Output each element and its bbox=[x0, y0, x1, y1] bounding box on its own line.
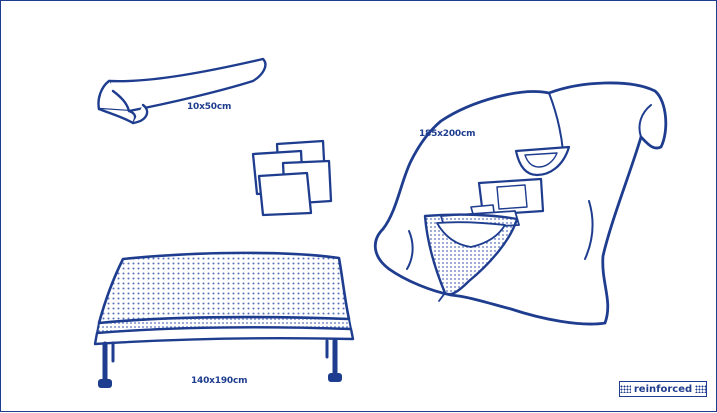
swab-stack-drawing bbox=[253, 141, 331, 215]
large-drape-drawing bbox=[375, 83, 666, 324]
table-cover-drawing bbox=[95, 253, 353, 388]
reinforced-badge: reinforced bbox=[619, 381, 707, 397]
small-towel-drawing bbox=[98, 59, 265, 123]
table-cover-size-label: 140x190cm bbox=[191, 376, 247, 386]
large-drape-size-label: 185x200cm bbox=[419, 129, 475, 139]
small-towel-size-label: 10x50cm bbox=[187, 102, 231, 112]
dotted-pattern-icon bbox=[620, 385, 631, 393]
reinforced-badge-text: reinforced bbox=[634, 384, 692, 395]
dotted-pattern-icon bbox=[695, 385, 706, 393]
